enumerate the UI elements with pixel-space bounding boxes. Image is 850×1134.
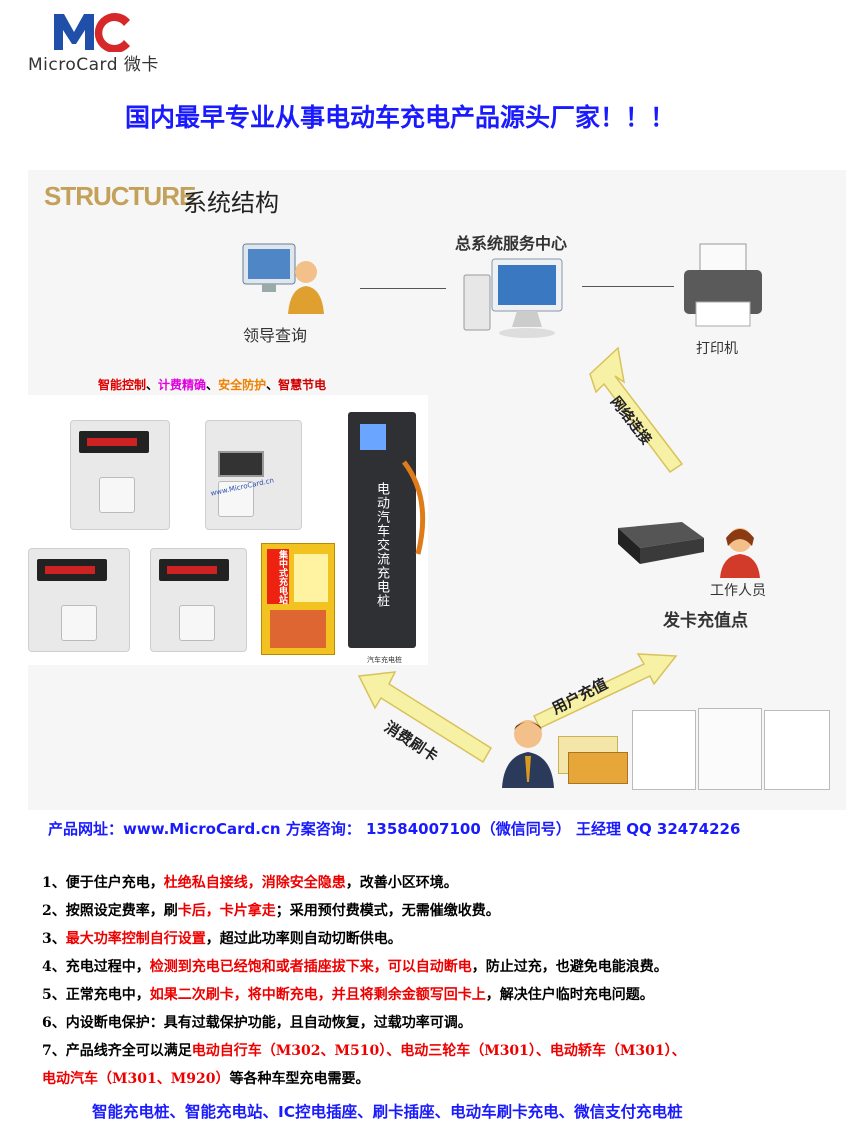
feature-text: 7、产品线齐全可以满足 [42, 1043, 192, 1059]
printer-label: 打印机 [696, 341, 738, 357]
feature-sep: 、 [206, 378, 219, 392]
socket-device-image [150, 548, 247, 652]
feature-text: 6、内设断电保护：具有过载保护功能，且自动恢复，过载功率可调。 [42, 1015, 472, 1031]
connector-line [360, 288, 446, 289]
feature-sep: 、 [146, 378, 159, 392]
feature-text: 等各种车型充电需要。 [229, 1071, 370, 1087]
feature-highlight-text: 杜绝私自接线，消除安全隐患 [163, 875, 346, 891]
feature-highlight-text: 如果二次刷卡，将中断充电，并且将剩余金额写回卡上 [149, 987, 486, 1003]
feature-text: ，改善小区环境。 [345, 875, 458, 891]
feature-highlight-text: 电动汽车（M301、M920） [42, 1071, 230, 1087]
certificate-image [698, 708, 762, 790]
headline: 国内最早专业从事电动车充电产品源头厂家！！！ [125, 103, 676, 132]
leader-query-label: 领导查询 [243, 326, 308, 345]
connector-line [582, 286, 674, 287]
certificate-image [632, 710, 696, 790]
leader-query-icon [242, 243, 324, 314]
network-arrow-icon [589, 346, 684, 474]
server-computer-icon [463, 258, 563, 338]
feature-highlight-text: 电动自行车（M302、M510）、电动三轮车（M301）、电动轿车（M301）、 [191, 1043, 686, 1059]
printer-icon [684, 243, 762, 327]
certificate-image [764, 710, 830, 790]
feature-item: 4、充电过程中，检测到充电已经饱和或者插座拔下来，可以自动断电，防止过充，也避免… [42, 956, 842, 984]
card-reader-icon [618, 522, 704, 564]
feature-safety: 安全防护 [218, 378, 267, 392]
feature-text: 3、 [42, 931, 66, 947]
feature-text: ；采用预付费模式，无需催缴收费。 [275, 903, 500, 919]
ev-charging-pile-image: 电动汽车交流充电桩 [348, 412, 416, 648]
socket-device-image [28, 548, 130, 652]
feature-text: ，防止过充，也避免电能浪费。 [471, 959, 668, 975]
card-socket-device-image: www.MicroCard.cn [205, 420, 302, 530]
ic-card-image [568, 752, 628, 784]
feature-item: 1、便于住户充电，杜绝私自接线，消除安全隐患，改善小区环境。 [42, 872, 842, 900]
feature-text: 5、正常充电中， [42, 987, 150, 1003]
feature-smart-control: 智能控制 [98, 378, 147, 392]
staff-avatar-icon [720, 528, 760, 578]
service-center-label: 总系统服务中心 [455, 234, 568, 253]
centralized-charging-station-image: 集中式充电站 [261, 543, 335, 655]
feature-highlight-text: 最大功率控制自行设置 [65, 931, 206, 947]
feature-item: 7、产品线齐全可以满足电动自行车（M302、M510）、电动三轮车（M301）、… [42, 1040, 842, 1068]
logo-text: MicroCard 微卡 [28, 55, 159, 75]
feature-item: 电动汽车（M301、M920）等各种车型充电需要。 [42, 1068, 842, 1096]
feature-highlight-text: 卡后，卡片拿走 [177, 903, 276, 919]
feature-item: 6、内设断电保护：具有过载保护功能，且自动恢复，过载功率可调。 [42, 1012, 842, 1040]
structure-title-cn: 系统结构 [183, 189, 279, 217]
card-point-label: 发卡充值点 [663, 611, 748, 631]
station-panel-label: 集中式充电站 [267, 549, 289, 604]
features-line: 智能控制、计费精确、安全防护、智慧节电 [98, 376, 326, 393]
user-recharge-arrow-icon [532, 653, 678, 729]
feature-text: 4、充电过程中， [42, 959, 150, 975]
pile-caption: 汽车充电桩 [367, 656, 402, 664]
staff-label: 工作人员 [710, 583, 766, 599]
feature-text: ，超过此功率则自动切断供电。 [205, 931, 402, 947]
feature-sep: 、 [266, 378, 279, 392]
feature-highlight-text: 检测到充电已经饱和或者插座拔下来，可以自动断电 [149, 959, 472, 975]
feature-item: 2、按照设定费率，刷卡后，卡片拿走；采用预付费模式，无需催缴收费。 [42, 900, 842, 928]
contact-info-line: 产品网址：www.MicroCard.cn 方案咨询： 13584007100（… [48, 820, 741, 838]
feature-list: 1、便于住户充电，杜绝私自接线，消除安全隐患，改善小区环境。2、按照设定费率，刷… [42, 872, 842, 1096]
charging-socket-device-image [70, 420, 170, 530]
consume-swipe-arrow-icon [357, 671, 493, 764]
product-keywords-footer: 智能充电桩、智能充电站、IC控电插座、刷卡插座、电动车刷卡充电、微信支付充电桩 [92, 1103, 683, 1121]
feature-billing: 计费精确 [158, 378, 207, 392]
microcard-logo-icon [54, 13, 130, 52]
structure-title-en: STRUCTURE [44, 181, 196, 211]
feature-text: 1、便于住户充电， [42, 875, 164, 891]
feature-text: ，解决住户临时充电问题。 [485, 987, 654, 1003]
feature-item: 3、最大功率控制自行设置，超过此功率则自动切断供电。 [42, 928, 842, 956]
charging-cable-icon [402, 460, 426, 555]
feature-item: 5、正常充电中，如果二次刷卡，将中断充电，并且将剩余金额写回卡上，解决住户临时充… [42, 984, 842, 1012]
feature-energy: 智慧节电 [278, 378, 327, 392]
feature-text: 2、按照设定费率，刷 [42, 903, 178, 919]
user-avatar-icon [502, 720, 554, 788]
pile-body-text: 电动汽车交流充电桩 [374, 482, 389, 608]
